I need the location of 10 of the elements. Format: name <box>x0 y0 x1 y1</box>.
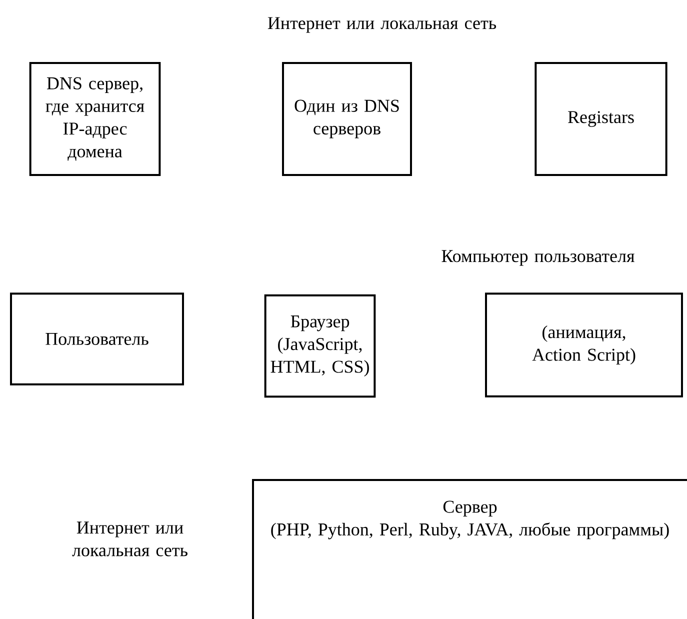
group-label: Интернет или локальная сеть <box>72 522 188 556</box>
text-box: Один из DNS серверов <box>282 62 412 176</box>
text-box: DNS сервер, где хранится IP-адрес домена <box>29 62 161 176</box>
server-box: Сервер (PHP, Python, Perl, Ruby, JAVA, любые программы) <box>252 479 687 619</box>
group-label: Интернет или локальная сеть <box>268 17 496 33</box>
group-label: Компьютер пользователя <box>442 250 634 266</box>
text-box: (анимация, Action Script) <box>485 292 683 398</box>
text-box: Браузер (JavaScript, HTML, CSS) <box>264 294 376 398</box>
text-box: Registars <box>534 62 668 176</box>
text-box: Пользователь <box>10 292 184 386</box>
